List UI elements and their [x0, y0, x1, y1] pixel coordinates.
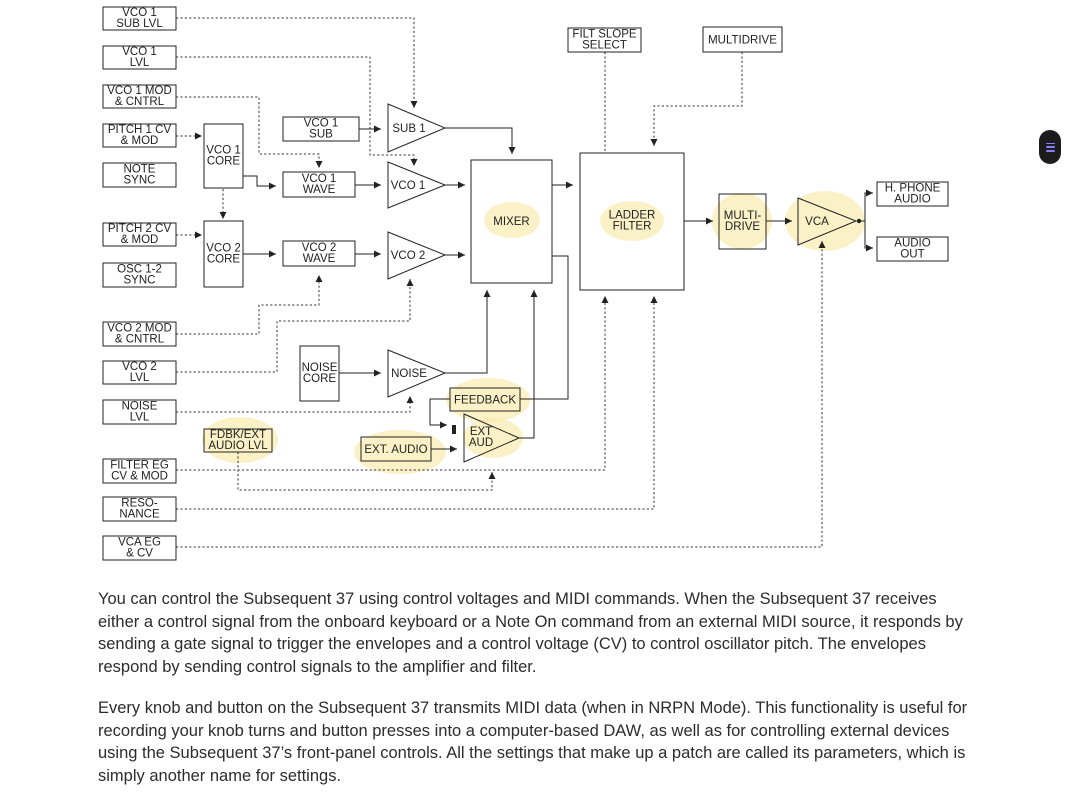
block-mixer: MIXER	[470, 159, 553, 284]
connections	[176, 17, 873, 548]
block-vco2-mod-cntrl: VCO 2 MOD& CNTRL	[102, 321, 177, 347]
svg-text:VCO 1 MOD& CNTRL: VCO 1 MOD& CNTRL	[107, 85, 172, 108]
svg-text:VCA: VCA	[805, 216, 829, 228]
amp-vco1: VCO 1	[387, 161, 447, 209]
svg-text:MULTIDRIVE: MULTIDRIVE	[708, 35, 777, 47]
scroll-handle[interactable]	[1039, 130, 1061, 164]
svg-text:RESO-NANCE: RESO-NANCE	[119, 498, 160, 521]
svg-text:VCA EG& CV: VCA EG& CV	[118, 537, 161, 560]
body-paragraph-1: You can control the Subsequent 37 using …	[98, 590, 963, 676]
block-vca-eg-cv: VCA EG& CV	[102, 535, 177, 561]
block-multidrive-top: MULTIDRIVE	[702, 26, 783, 53]
svg-text:EXT. AUDIO: EXT. AUDIO	[364, 444, 427, 456]
body-paragraph-2: Every knob and button on the Subsequent …	[98, 699, 968, 785]
block-feedback: FEEDBACK	[449, 387, 521, 412]
svg-text:PITCH 2 CV& MOD: PITCH 2 CV& MOD	[108, 223, 172, 246]
block-vco1-mod-cntrl: VCO 1 MOD& CNTRL	[102, 84, 177, 109]
block-pitch1-cv-mod: PITCH 1 CV& MOD	[102, 123, 177, 148]
amp-sub1: SUB 1	[387, 103, 447, 153]
block-resonance: RESO-NANCE	[102, 496, 177, 522]
svg-text:VCO 2 MOD& CNTRL: VCO 2 MOD& CNTRL	[107, 323, 172, 346]
svg-text:FEEDBACK: FEEDBACK	[454, 395, 516, 407]
amp-vco2: VCO 2	[387, 231, 447, 280]
svg-text:PITCH 1 CV& MOD: PITCH 1 CV& MOD	[108, 124, 172, 147]
svg-text:MIXER: MIXER	[493, 216, 529, 228]
hamburger-icon	[1045, 142, 1055, 152]
block-pitch2-cv-mod: PITCH 2 CV& MOD	[102, 222, 177, 247]
svg-text:VCO 1: VCO 1	[391, 180, 426, 192]
svg-text:MULTI-DRIVE: MULTI-DRIVE	[724, 210, 762, 233]
block-multi-drive: MULTI-DRIVE	[718, 193, 767, 250]
block-ext-audio: EXT. AUDIO	[360, 436, 432, 462]
amp-noise: NOISE	[387, 349, 447, 398]
svg-text:SUB 1: SUB 1	[392, 123, 425, 135]
svg-text:NOISE: NOISE	[391, 368, 427, 380]
svg-text:VCO 2: VCO 2	[391, 250, 426, 262]
amp-vca: VCA	[797, 197, 858, 246]
